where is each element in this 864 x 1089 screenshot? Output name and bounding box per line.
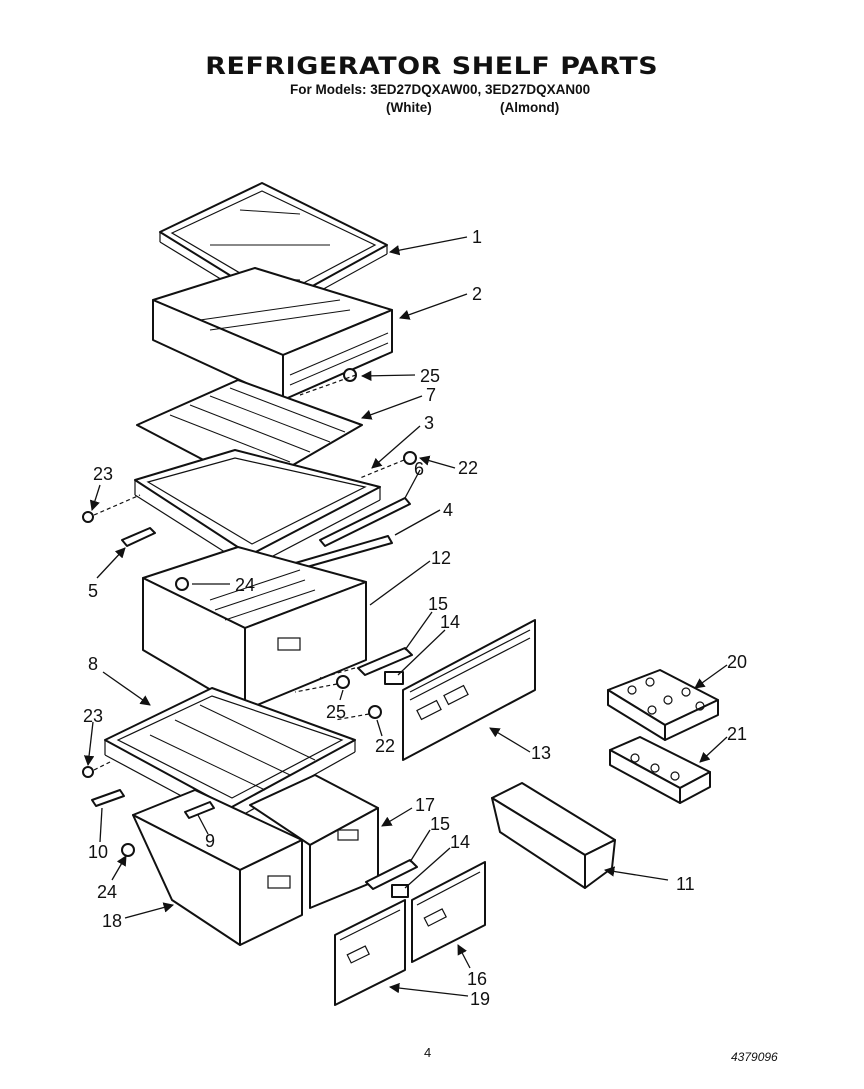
- callout-6: 6: [414, 459, 424, 479]
- lower-drawer-fronts-part: [334, 861, 486, 1006]
- callout-4: 4: [443, 500, 453, 520]
- callout-7: 7: [426, 385, 436, 405]
- callout-25-lower: 25: [326, 702, 346, 722]
- callout-16: 16: [467, 969, 487, 989]
- callout-10: 10: [88, 842, 108, 862]
- callout-15-lower: 15: [430, 814, 450, 834]
- callout-24: 24: [235, 575, 255, 595]
- callout-2: 2: [472, 284, 482, 304]
- egg-bin-part: [609, 736, 711, 804]
- crisper-cover-frame-part: [152, 267, 393, 401]
- callout-22-lower: 22: [375, 736, 395, 756]
- callout-21: 21: [727, 724, 747, 744]
- callout-3: 3: [424, 413, 434, 433]
- left-lower-drawer-part: [132, 789, 303, 946]
- page-number: 4: [424, 1045, 432, 1060]
- callout-14-lower: 14: [450, 832, 470, 852]
- color-variant-white: (White): [386, 100, 432, 115]
- callout-18: 18: [102, 911, 122, 931]
- callout-9: 9: [205, 831, 215, 851]
- callout-8: 8: [88, 654, 98, 674]
- callout-24-lower: 24: [97, 882, 117, 902]
- callout-22: 22: [458, 458, 478, 478]
- right-lower-drawer-part: [249, 774, 379, 909]
- upper-drawer-front-part: [402, 619, 536, 761]
- callout-14: 14: [440, 612, 460, 632]
- callout-13: 13: [531, 743, 551, 763]
- callout-1: 1: [472, 227, 482, 247]
- callout-23-lower: 23: [83, 706, 103, 726]
- page-title: REFRIGERATOR SHELF PARTS: [205, 52, 659, 80]
- callout-25: 25: [420, 366, 440, 386]
- document-number: 4379096: [731, 1050, 778, 1064]
- callout-20: 20: [727, 652, 747, 672]
- upper-crisper-drawer-part: [142, 546, 367, 711]
- callout-5: 5: [88, 581, 98, 601]
- callout-11: 11: [676, 874, 695, 894]
- model-numbers: For Models: 3ED27DQXAW00, 3ED27DQXAN00: [290, 82, 591, 97]
- color-variant-almond: (Almond): [500, 100, 560, 115]
- utility-bin-part: [491, 782, 616, 889]
- callout-23: 23: [93, 464, 113, 484]
- callout-12: 12: [431, 548, 451, 568]
- callout-17: 17: [415, 795, 435, 815]
- callout-19: 19: [470, 989, 490, 1009]
- egg-tray-part: [607, 669, 719, 741]
- callout-15: 15: [428, 594, 448, 614]
- drawer-handle-parts: [357, 647, 418, 898]
